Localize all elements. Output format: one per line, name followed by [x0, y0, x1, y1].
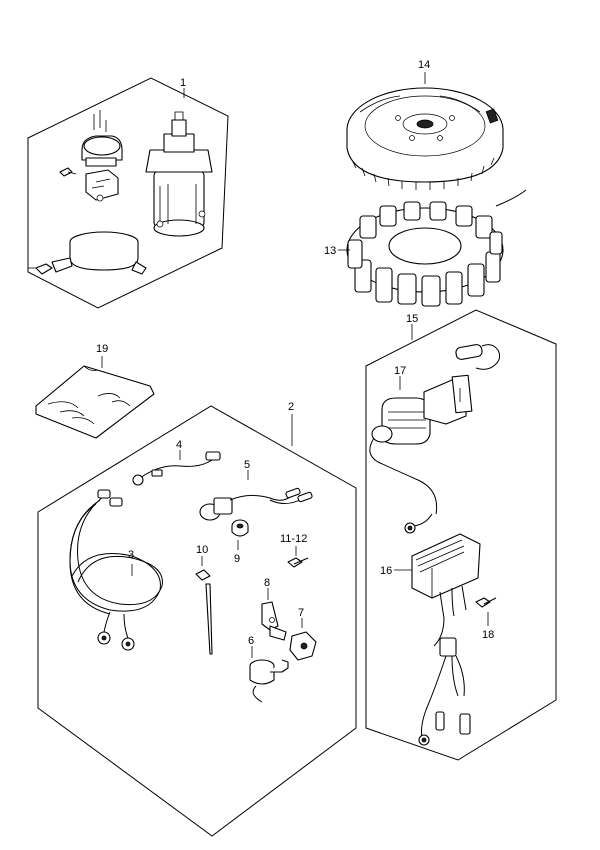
- callout-6: 6: [248, 635, 254, 647]
- callout-16: 16: [380, 565, 392, 577]
- callout-8: 8: [264, 577, 270, 589]
- callout-13: 13: [324, 245, 336, 257]
- cable-tie: [195, 556, 213, 655]
- switch-with-lead: [199, 470, 313, 521]
- callout-9: 9: [234, 553, 240, 565]
- callout-1: 1: [180, 77, 186, 89]
- callout-2: 2: [288, 401, 294, 413]
- group-15-rectifier-kit: [365, 309, 557, 761]
- bracket: [261, 588, 287, 641]
- callout-4: 4: [176, 439, 182, 451]
- callout-3: 3: [128, 549, 134, 561]
- callout-7: 7: [298, 607, 304, 619]
- connector-cap: [455, 344, 501, 370]
- starter-motor: [145, 111, 213, 237]
- main-harness: [69, 489, 163, 651]
- flywheel: [346, 72, 504, 190]
- parts-bag: [35, 356, 155, 439]
- ignition-coil: [369, 374, 473, 534]
- callout-18: 18: [482, 629, 494, 641]
- group-2-harness-kit: [37, 405, 357, 837]
- callout-15: 15: [406, 313, 418, 325]
- sensor: [249, 646, 289, 703]
- lead-wire: [132, 450, 221, 486]
- starter-relay: [81, 110, 123, 167]
- plate-washer: [289, 618, 317, 661]
- relay-bolt: [59, 167, 77, 177]
- callout-17: 17: [394, 365, 406, 377]
- callout-10: 10: [196, 544, 208, 556]
- rectifier-regulator: [411, 533, 481, 647]
- callout-14: 14: [418, 59, 430, 71]
- callout-19: 19: [96, 343, 108, 355]
- rectifier-harness: [418, 637, 471, 746]
- bolt: [475, 597, 497, 626]
- callout-labels: 1 14 13 15 19 17 2 4 5 11-12 10 3 9 16 8…: [96, 59, 494, 647]
- group-1-starter-kit: [27, 77, 229, 309]
- relay-bracket: [85, 169, 119, 202]
- callout-5: 5: [244, 459, 250, 471]
- stator-coil: [346, 189, 527, 307]
- grommet: [231, 519, 249, 550]
- callout-11-12: 11-12: [280, 533, 307, 545]
- starter-clamp-band: [28, 231, 147, 275]
- screw: [287, 546, 309, 568]
